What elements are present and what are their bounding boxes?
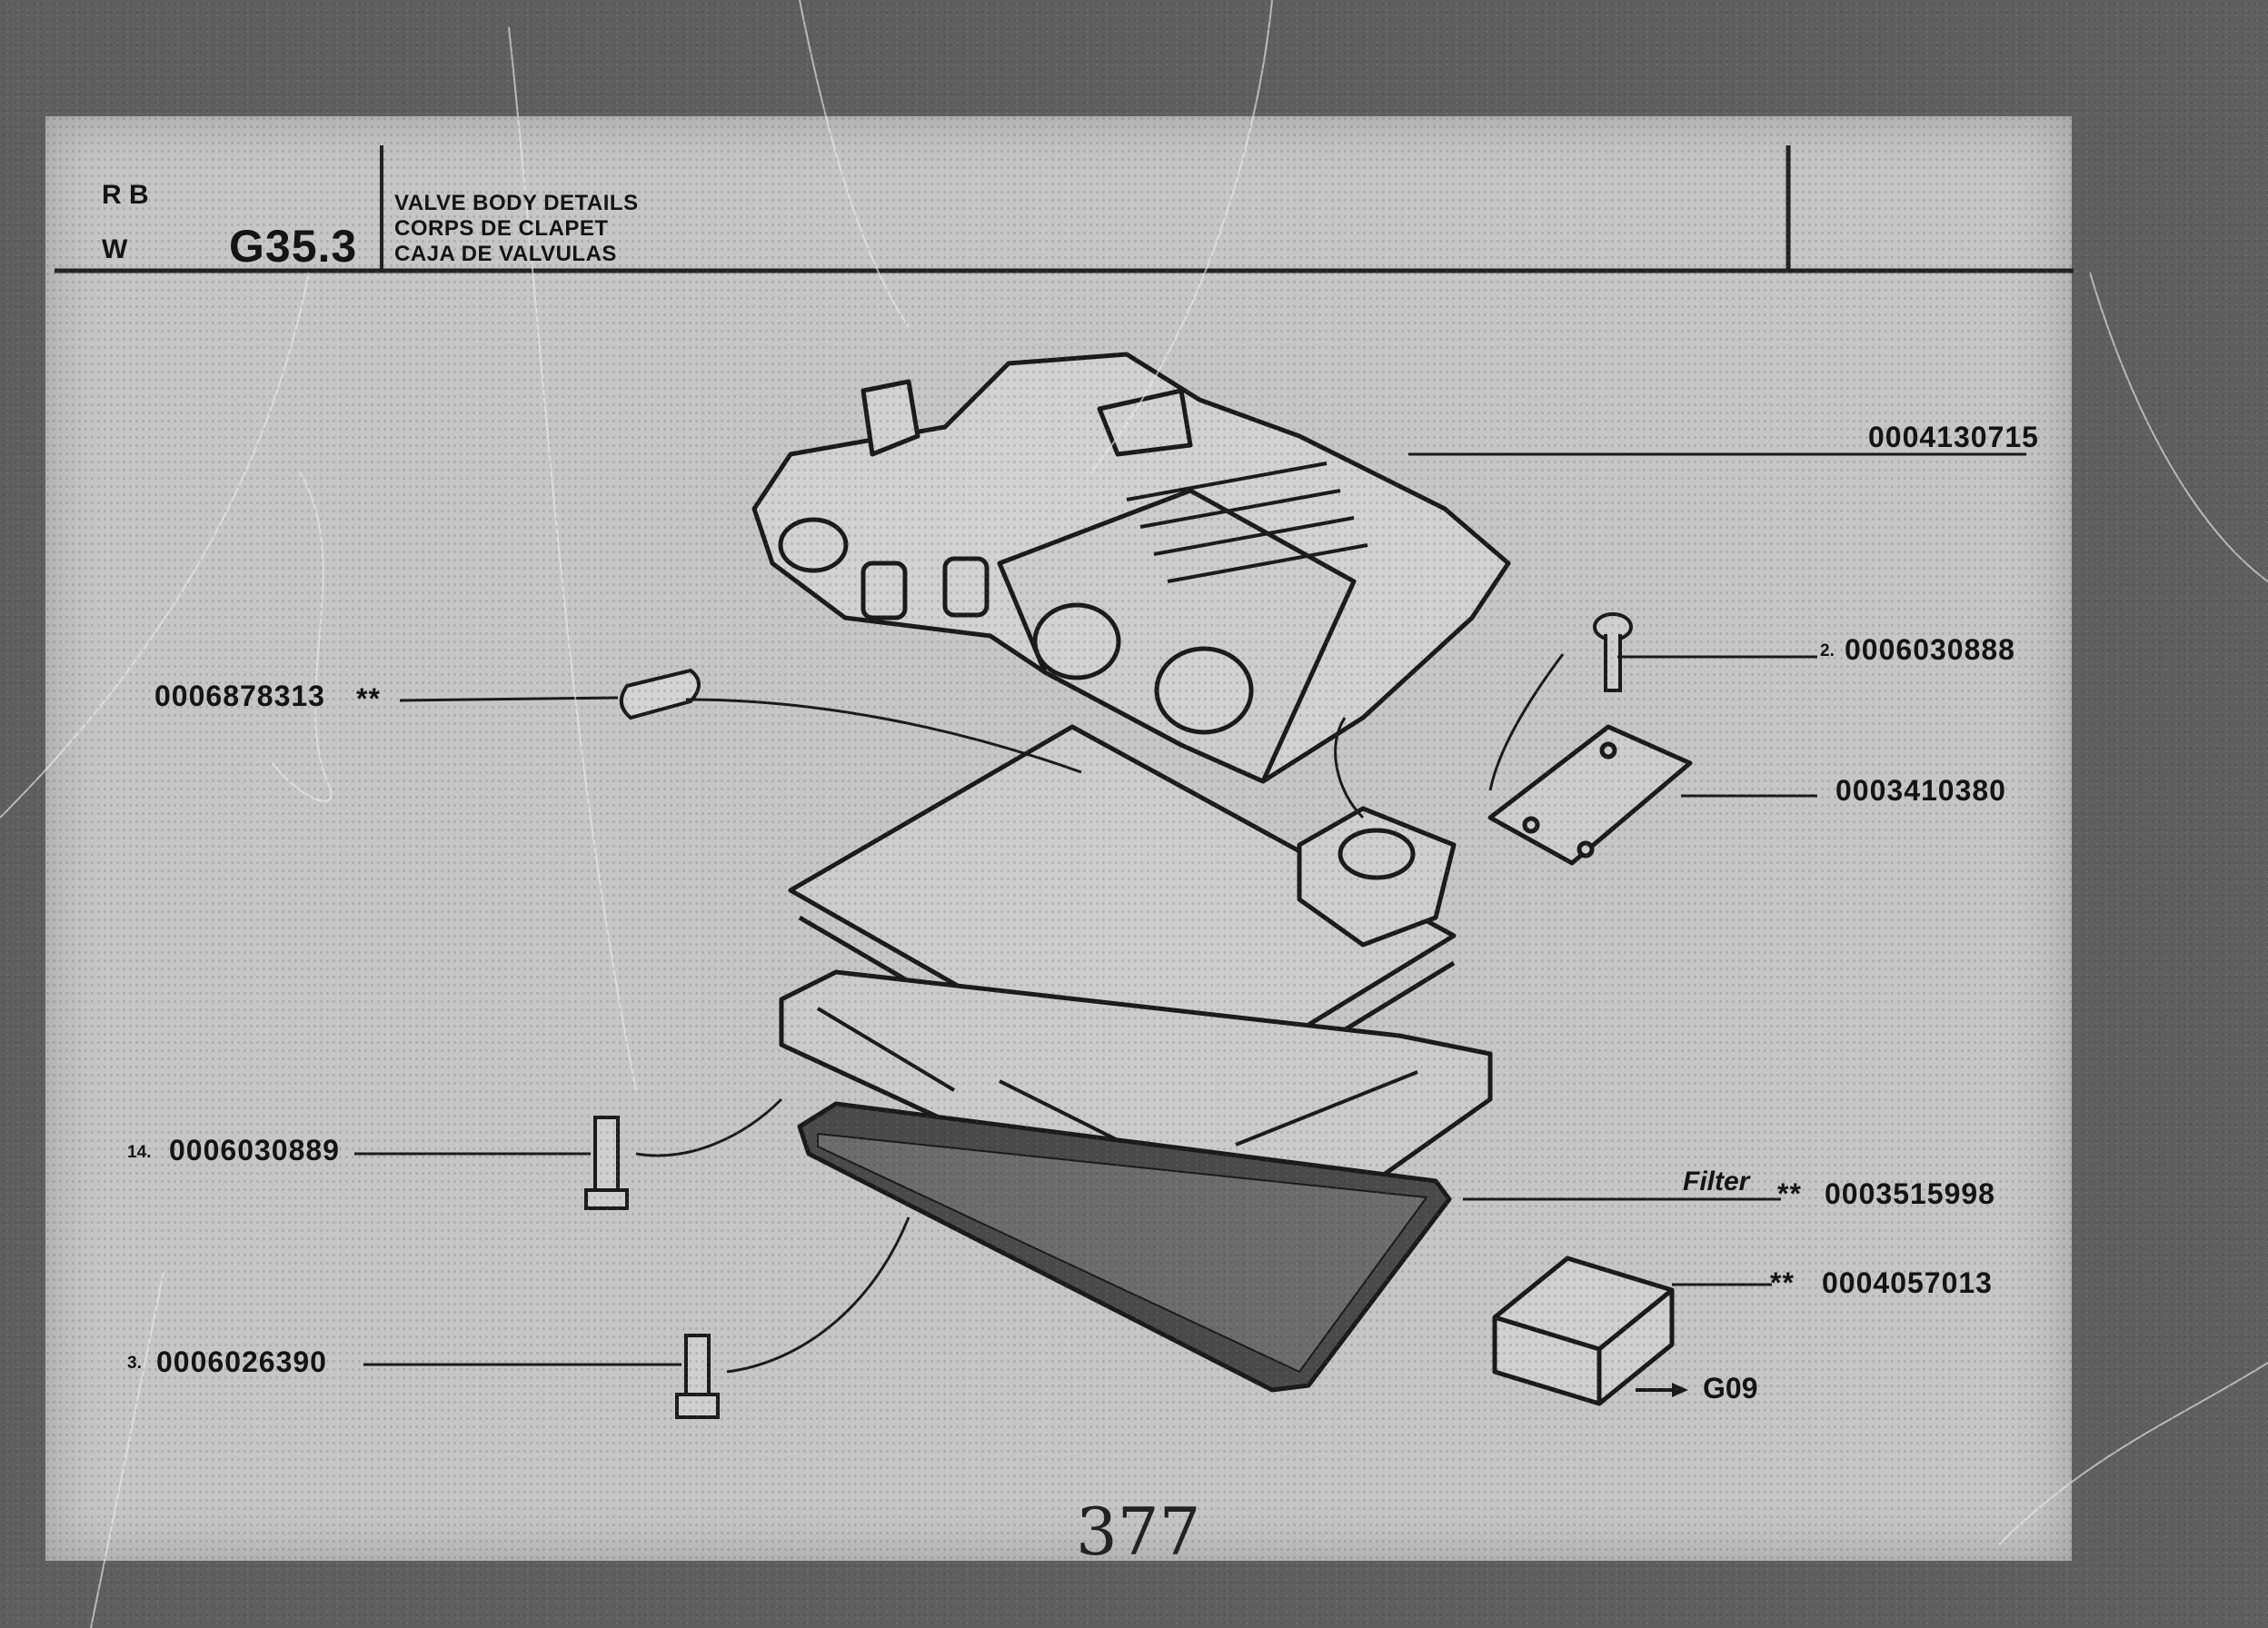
spacer-drawing xyxy=(1297,806,1457,948)
qty-bolt-3: 3. xyxy=(127,1354,142,1373)
screw-drawing xyxy=(1593,612,1633,692)
filter-drawing xyxy=(797,1101,1452,1393)
kit-reference: G09 xyxy=(1703,1372,1758,1405)
callout-kit-box: 0004057013 xyxy=(1822,1266,1993,1299)
callout-bolt-14: 0006030889 xyxy=(169,1134,340,1166)
kit-box-drawing xyxy=(1492,1256,1675,1406)
callout-valve-body: 0004130715 xyxy=(1868,421,2039,453)
section-code: G35.3 xyxy=(229,221,358,272)
valve-body-drawing xyxy=(751,352,1511,784)
callout-plug: 0006878313 xyxy=(154,680,325,712)
plug-drawing xyxy=(620,668,701,720)
header-letter-bottom: W xyxy=(102,234,128,264)
bolt-3-drawing xyxy=(675,1334,720,1419)
callout-cover-plate: 0003410380 xyxy=(1835,774,2006,807)
plug-mark: ** xyxy=(356,682,381,715)
bolt-14-drawing xyxy=(584,1116,629,1210)
title-french: CORPS DE CLAPET xyxy=(394,216,609,241)
title-english: VALVE BODY DETAILS xyxy=(394,191,639,215)
leader-lines xyxy=(354,452,2026,1374)
kit-mark: ** xyxy=(1770,1266,1795,1299)
callout-screw-small: 0006030888 xyxy=(1845,633,2015,666)
cover-plate-drawing xyxy=(1487,724,1693,866)
callout-bolt-3: 0006026390 xyxy=(156,1345,327,1378)
page-number: 377 xyxy=(1076,1494,1201,1570)
callout-filter: 0003515998 xyxy=(1825,1177,1995,1210)
ref-arrow-head xyxy=(1672,1383,1688,1397)
filter-mark: ** xyxy=(1777,1177,1802,1210)
title-spanish: CAJA DE VALVULAS xyxy=(394,242,617,266)
filter-label: Filter xyxy=(1683,1166,1750,1196)
header-letters-top: R B xyxy=(102,180,149,210)
qty-screw-small: 2. xyxy=(1820,641,1835,660)
qty-bolt-14: 14. xyxy=(127,1143,152,1162)
